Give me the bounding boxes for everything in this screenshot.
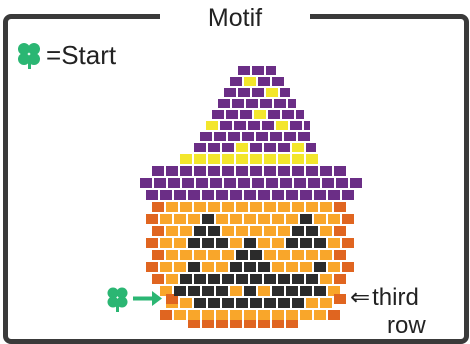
pumpkin <box>146 202 354 328</box>
motif-title: Motif <box>207 4 263 32</box>
clover-icon <box>107 287 128 312</box>
start-marker <box>104 285 162 313</box>
legend-start-label: Start <box>61 39 117 70</box>
arrow-left-icon: ⇐ <box>350 284 371 311</box>
hat <box>140 66 362 200</box>
start-clover-arrow <box>107 287 162 312</box>
third-row-line2: row <box>387 312 426 339</box>
clover-icon <box>18 43 40 69</box>
start-legend: = Start <box>14 38 116 72</box>
third-row-line1: third <box>372 284 419 311</box>
legend-equals: = <box>46 39 62 70</box>
title-gap <box>160 0 310 34</box>
arrow-right-icon <box>133 291 162 306</box>
third-row-label: ⇐third row <box>350 284 426 339</box>
